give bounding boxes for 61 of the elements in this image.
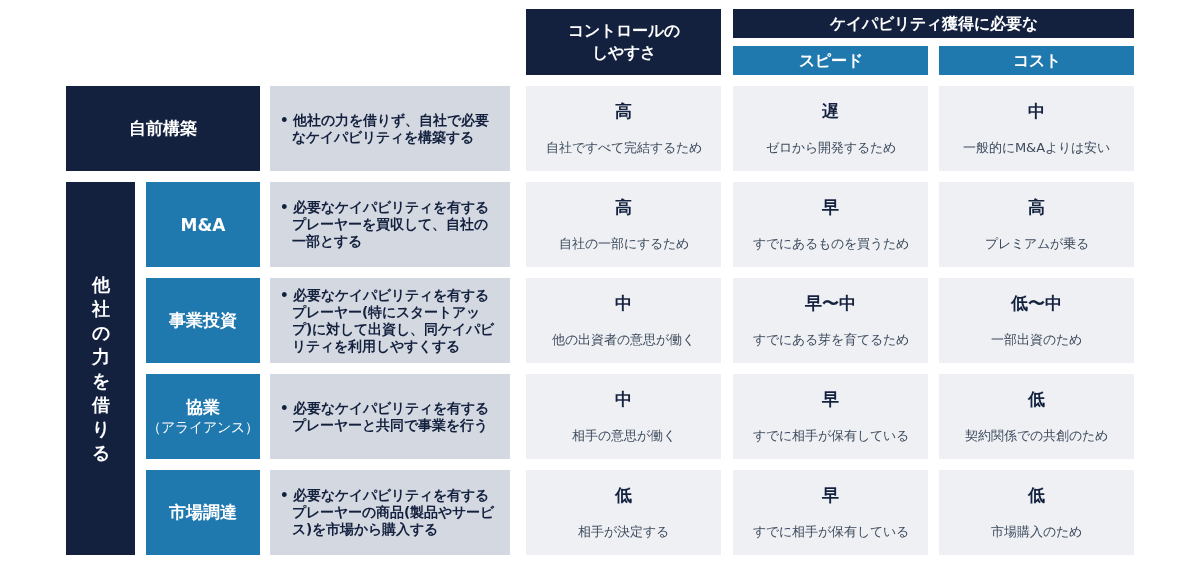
- row-heading: 協業: [186, 396, 220, 419]
- header-cell: [733, 46, 928, 75]
- description-cell: [270, 86, 510, 171]
- description-cell: [270, 374, 510, 459]
- description-text: • 必要なケイパビリティを有するプレーヤーを買収して、自社の一部とする: [280, 199, 491, 250]
- row-heading: 他社の力を借りる: [91, 272, 110, 465]
- rating-reason: 自社の一部にするため: [558, 235, 689, 253]
- row-header: [146, 470, 260, 555]
- row-header: [146, 374, 260, 459]
- description-text: • 必要なケイパビリティを有するプレーヤーの商品(製品やサービス)を市場から購入する: [280, 487, 496, 538]
- description-text: • 必要なケイパビリティを有するプレーヤー(特にスタートアップ)に対して出資し、同ケイパビリティを利用しやすくする: [280, 286, 496, 355]
- row-heading: （アライアンス）: [147, 419, 259, 437]
- rating-value: 低〜中: [1011, 292, 1062, 315]
- rating-reason: すでにあるものを買うため: [752, 235, 909, 253]
- rating-value: 高: [615, 100, 632, 123]
- rating-value: 低: [1028, 388, 1045, 411]
- description-text: • 他社の力を借りず、自社で必要なケイパビリティを構築する: [280, 111, 491, 146]
- rating-value: 低: [615, 484, 632, 507]
- header-cell: [733, 9, 1134, 38]
- rating-reason: 相手の意思が働く: [571, 427, 676, 445]
- row-header: [146, 278, 260, 363]
- rating-reason: 市場購入のため: [991, 523, 1082, 541]
- rating-value: 低: [1028, 484, 1045, 507]
- rating-value: 高: [1028, 196, 1045, 219]
- row-heading: 事業投資: [169, 309, 237, 332]
- rating-value: 早〜中: [805, 292, 856, 315]
- rating-reason: 契約関係での共創のため: [965, 427, 1108, 445]
- rating-value: 中: [615, 292, 632, 315]
- rating-value: 早: [822, 196, 839, 219]
- column-heading: コスト: [1012, 49, 1061, 72]
- rating-reason: プレミアムが乗る: [984, 235, 1089, 253]
- rating-reason: 一部出資のため: [991, 331, 1082, 349]
- rating-reason: すでにある芽を育てるため: [752, 331, 909, 349]
- row-heading: 自前構築: [129, 117, 197, 140]
- row-header: [146, 182, 260, 267]
- header-cell: [526, 9, 721, 75]
- rating-reason: 相手が決定する: [578, 523, 669, 541]
- header-cell: [939, 46, 1134, 75]
- column-heading: コントロールのしやすさ: [566, 20, 681, 64]
- rating-value: 中: [615, 388, 632, 411]
- row-header: [66, 182, 135, 555]
- rating-reason: 自社ですべて完結するため: [545, 139, 702, 157]
- row-header: [66, 86, 260, 171]
- row-heading: M&A: [180, 214, 226, 235]
- rating-value: 中: [1028, 100, 1045, 123]
- row-heading: 市場調達: [169, 501, 237, 524]
- rating-reason: すでに相手が保有している: [752, 523, 909, 541]
- column-heading: ケイパビリティ獲得に必要な: [829, 12, 1038, 35]
- description-cell: [270, 278, 510, 363]
- description-cell: [270, 470, 510, 555]
- description-text: • 必要なケイパビリティを有するプレーヤーと共同で事業を行う: [280, 399, 491, 434]
- rating-value: 遅: [822, 100, 839, 123]
- rating-value: 早: [822, 484, 839, 507]
- description-cell: [270, 182, 510, 267]
- rating-reason: ゼロから開発するため: [765, 139, 896, 157]
- rating-value: 高: [615, 196, 632, 219]
- rating-reason: 一般的にM&Aよりは安い: [962, 139, 1111, 157]
- column-heading: スピード: [798, 49, 863, 72]
- rating-reason: 他の出資者の意思が働く: [552, 331, 695, 349]
- rating-reason: すでに相手が保有している: [752, 427, 909, 445]
- rating-value: 早: [822, 388, 839, 411]
